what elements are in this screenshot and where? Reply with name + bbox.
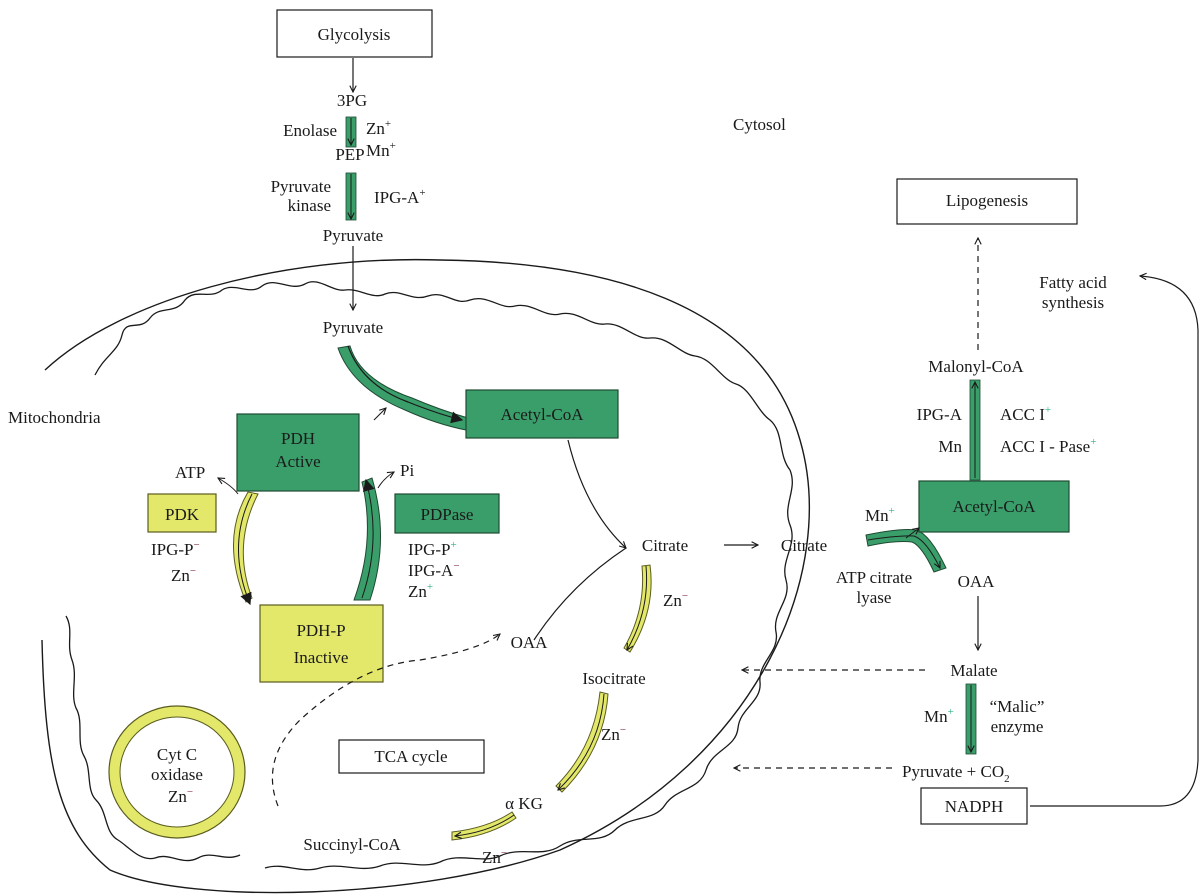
cyt-c-label-1: Cyt C — [157, 745, 197, 764]
pdpase-ipga-label: IPG-A− — [408, 560, 460, 580]
pdh-p-inactive-box — [259, 604, 384, 683]
mitochondria-label: Mitochondria — [8, 408, 101, 427]
nadph-box — [920, 787, 1028, 825]
cytosol-label: Cytosol — [733, 115, 786, 134]
arrow-acetyl-to-citrate — [567, 439, 626, 548]
arrow-pdk-phosphorylation — [238, 493, 253, 606]
enolase-label: Enolase — [283, 121, 337, 140]
arrow-pdpase-pi — [377, 472, 394, 489]
arrow-pdpase-dephosphorylation — [361, 478, 375, 599]
isocitrate-zn-label: Zn− — [601, 724, 626, 744]
pdk-box — [147, 493, 217, 533]
enolase-zn-label: Zn+ — [366, 118, 391, 138]
arrow-akg-succinyl — [455, 814, 515, 836]
cyt-c-label-2: oxidase — [151, 765, 203, 784]
arrow-oaa-to-citrate — [533, 547, 627, 641]
arrow-pdh-catalysis — [373, 408, 386, 421]
acetyl-coa-cyto-label: Acetyl-CoA — [952, 497, 1036, 516]
akg-zn-label: Zn− — [482, 847, 507, 867]
pdpase-box — [394, 493, 500, 534]
acc1-label: ACC I+ — [1000, 404, 1051, 424]
tca-cycle-box — [338, 739, 485, 774]
arrow-nadph-fas — [1030, 276, 1199, 807]
pyruvate-kinase-label-2: kinase — [288, 196, 331, 215]
pdk-label: PDK — [165, 505, 200, 524]
pyruvate-co2-label: Pyruvate + CO2 — [902, 762, 1010, 785]
malic-enzyme-label-2: enzyme — [991, 717, 1044, 736]
lipogenesis-label: Lipogenesis — [946, 191, 1028, 210]
enolase-mn-label: Mn+ — [366, 140, 396, 160]
akg-succinyl-band — [451, 811, 517, 841]
oaa-mito-label: OAA — [511, 633, 549, 652]
pdh-active-box — [236, 413, 360, 492]
atp-citrate-lyase-band — [865, 529, 947, 573]
arrow-citrate-lyase-acetyl — [905, 528, 919, 539]
acc-mn-label: Mn — [938, 437, 962, 456]
citrate-mito-label: Citrate — [642, 536, 688, 555]
pdpase-ipgp-label: IPG-P+ — [408, 539, 457, 559]
pi-label: Pi — [400, 461, 414, 480]
acetyl-coa-cyto-box — [918, 480, 1070, 533]
pep-label: PEP — [335, 145, 364, 164]
citrate-cyto-label: Citrate — [781, 536, 827, 555]
pdk-ipgp-label: IPG-P− — [151, 539, 200, 559]
acetyl-coa-mito-label: Acetyl-CoA — [500, 405, 584, 424]
pyruvate-kinase-label-1: Pyruvate — [271, 177, 331, 196]
nadph-label: NADPH — [945, 797, 1004, 816]
pdh-p-label-2: Inactive — [294, 648, 349, 667]
succinyl-coa-label: Succinyl-CoA — [303, 835, 401, 854]
pyruvate-mito-label: Pyruvate — [323, 318, 383, 337]
pyruvate-cytosol-label: Pyruvate — [323, 226, 383, 245]
akg-label: α KG — [505, 794, 543, 813]
cyt-c-oxidase-inner — [119, 716, 235, 828]
pdpase-label: PDPase — [421, 505, 474, 524]
glycolysis-box — [276, 9, 433, 58]
3pg-label: 3PG — [337, 91, 367, 110]
oaa-cyto-label: OAA — [958, 572, 996, 591]
pyruvate-kinase-ipga-label: IPG-A+ — [374, 187, 426, 207]
lipogenesis-box — [896, 178, 1078, 225]
citrate-isocitrate-band — [623, 564, 652, 653]
pdk-flux-band — [233, 491, 259, 603]
pdh-active-label-2: Active — [275, 452, 320, 471]
malic-enzyme-mn-label: Mn+ — [924, 706, 954, 726]
malonyl-coa-label: Malonyl-CoA — [928, 357, 1024, 376]
mitochondria-inner-membrane-top — [94, 281, 791, 471]
atp-citrate-lyase-label-1: ATP citrate — [836, 568, 912, 587]
mitochondria-outer-membrane — [41, 258, 811, 894]
citrate-zn-label: Zn− — [663, 590, 688, 610]
arrow-isocitrate-akg — [558, 693, 605, 790]
arrow-citrate-isocitrate — [627, 565, 648, 650]
mitochondria-inner-membrane-right — [264, 469, 793, 871]
acc1-pase-label: ACC I - Pase+ — [1000, 436, 1096, 456]
arrow-succinyl-oaa-dashed — [271, 634, 500, 807]
pdh-active-label-1: PDH — [281, 429, 315, 448]
atp-label: ATP — [175, 463, 205, 482]
arrow-pdk-atp — [218, 478, 239, 495]
fatty-acid-synthesis-label-1: Fatty acid — [1039, 273, 1107, 292]
fatty-acid-synthesis-label-2: synthesis — [1042, 293, 1104, 312]
pdpase-zn-label: Zn+ — [408, 581, 433, 601]
isocitrate-label: Isocitrate — [582, 669, 645, 688]
arrow-atp-citrate-lyase — [867, 535, 940, 568]
atp-citrate-lyase-label-2: lyase — [857, 588, 892, 607]
pdk-zn-label: Zn− — [171, 565, 196, 585]
malate-label: Malate — [950, 661, 997, 680]
mitochondria-inner-membrane-bottom — [65, 615, 241, 862]
cyt-c-zn-label: Zn− — [168, 786, 193, 806]
acc-ipga-label: IPG-A — [917, 405, 963, 424]
tca-cycle-label: TCA cycle — [374, 747, 447, 766]
pdpase-flux-band — [353, 477, 381, 601]
acetyl-coa-mito-box — [465, 389, 619, 439]
glycolysis-label: Glycolysis — [318, 25, 391, 44]
arrow-pdh-reaction — [347, 345, 464, 424]
atp-citrate-lyase-mn-label: Mn+ — [865, 505, 895, 525]
malic-enzyme-label-1: “Malic” — [990, 697, 1045, 716]
pdh-p-label-1: PDH-P — [296, 621, 345, 640]
